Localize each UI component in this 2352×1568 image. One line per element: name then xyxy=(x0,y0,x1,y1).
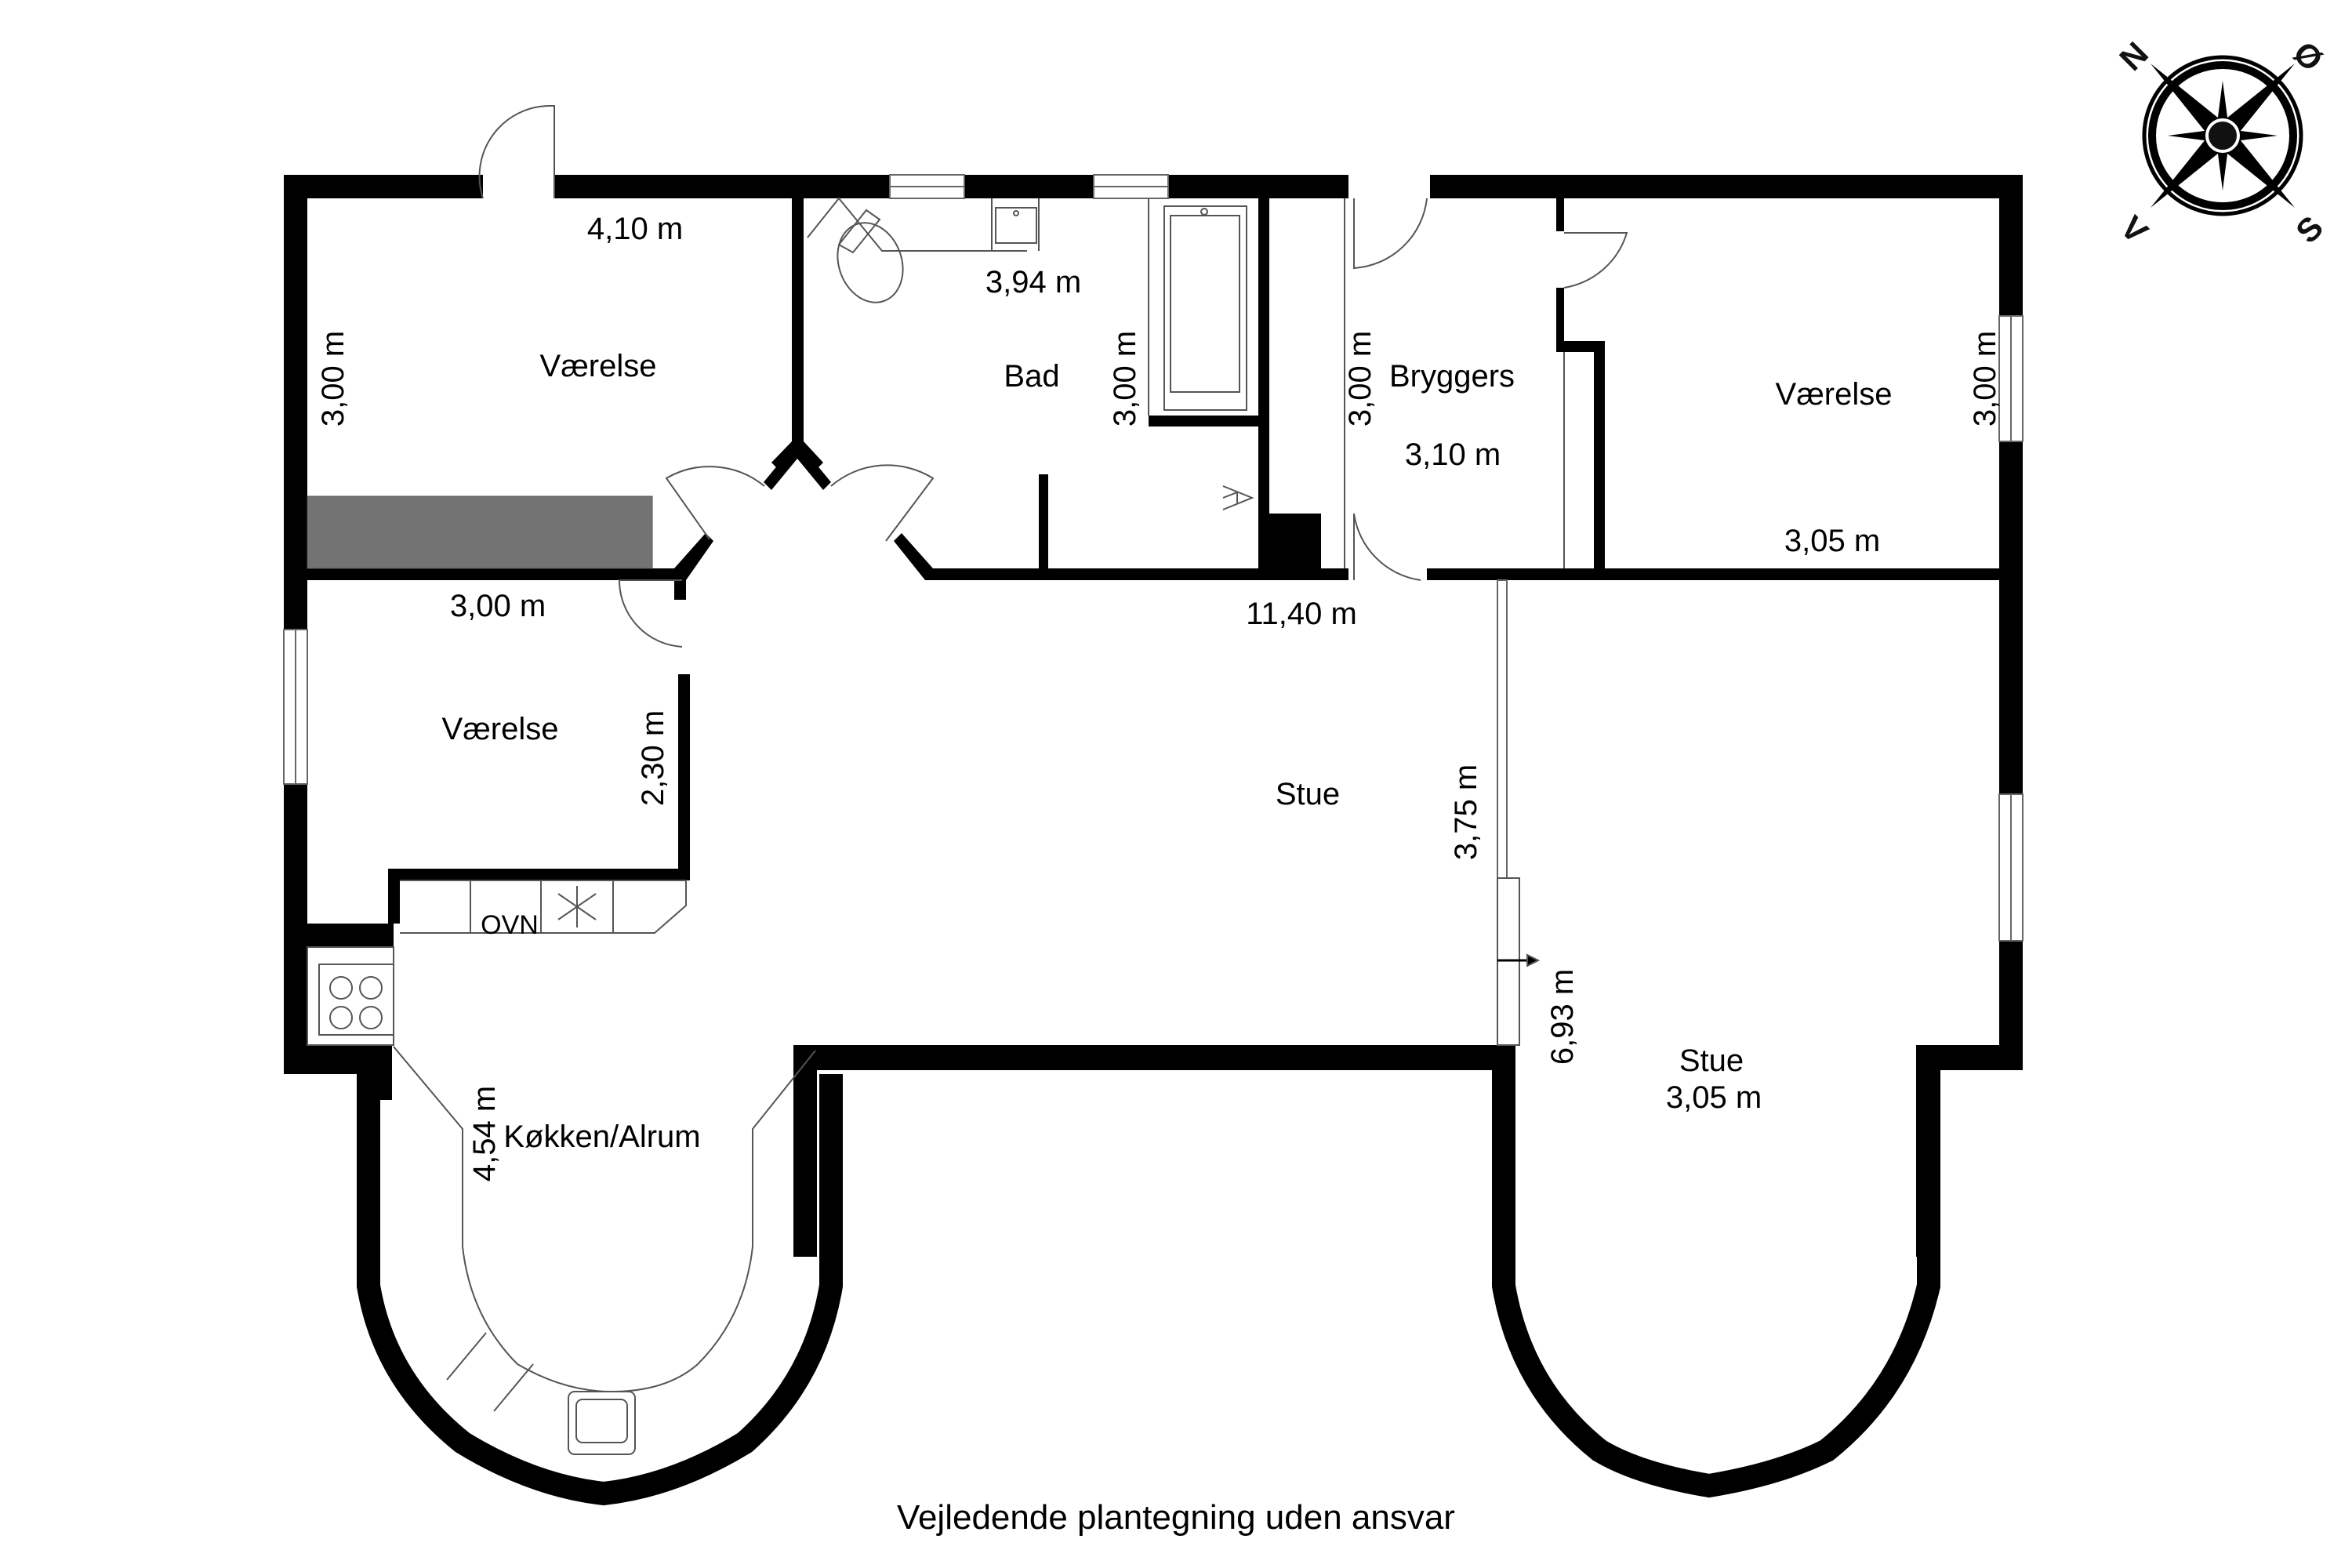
dim-room2-width: 3,05 m xyxy=(1784,524,1881,558)
dim-room1-width: 4,10 m xyxy=(586,212,684,246)
fridge-icon xyxy=(557,886,597,927)
room-label-stue-1: Stue xyxy=(1275,777,1341,811)
sink xyxy=(995,207,1037,244)
dim-stue1-height: 3,75 m xyxy=(1449,764,1483,861)
kitchen-sink xyxy=(568,1391,636,1455)
kitchen-bay-wall xyxy=(357,1074,843,1506)
windows xyxy=(283,174,2024,942)
room-label-bad: Bad xyxy=(1004,359,1060,394)
room-label-vaerelse-1: Værelse xyxy=(539,349,657,383)
disclaimer-footer: Vejledende plantegning uden ansvar xyxy=(897,1498,1455,1537)
bathtub xyxy=(1163,205,1247,411)
dim-room1-height: 3,00 m xyxy=(316,330,350,427)
dim-bad-height: 3,00 m xyxy=(1108,330,1142,427)
dim-bryggers-width: 3,10 m xyxy=(1404,437,1501,472)
wardrobe xyxy=(307,495,653,569)
dim-stue2-width: 3,05 m xyxy=(1665,1080,1762,1115)
dim-stue2-height: 6,93 m xyxy=(1545,968,1580,1065)
room-label-bryggers: Bryggers xyxy=(1388,359,1515,394)
bathroom-fixtures xyxy=(807,197,1254,510)
kitchen-counters xyxy=(307,880,816,1455)
doors xyxy=(478,105,1628,648)
interior-walls xyxy=(307,198,2023,924)
toilet-bowl xyxy=(837,222,904,303)
stue-bay-wall xyxy=(1492,1074,1940,1498)
dim-stue1-width: 11,40 m xyxy=(1246,597,1357,631)
room-label-vaerelse-2: Værelse xyxy=(1775,377,1893,412)
dim-room2-height: 3,00 m xyxy=(1968,330,2002,427)
compass-icon xyxy=(2142,55,2303,216)
room-label-vaerelse-3: Værelse xyxy=(441,712,559,746)
dim-room3-height: 2,30 m xyxy=(636,710,670,807)
bryggers-cabinet xyxy=(1344,198,1565,568)
room-label-kitchen: Køkken/Alrum xyxy=(503,1120,701,1154)
dim-kitchen-height: 4,54 m xyxy=(467,1085,502,1182)
drain-icon xyxy=(1222,485,1254,510)
dim-bad-width: 3,94 m xyxy=(985,265,1082,299)
sliding-door xyxy=(1497,877,1541,1046)
dim-bryggers-height: 3,00 m xyxy=(1343,330,1377,427)
oven-label: OVN xyxy=(481,910,539,940)
room-label-stue-2: Stue xyxy=(1679,1044,1744,1078)
dim-room3-width: 3,00 m xyxy=(449,589,546,623)
stove xyxy=(318,964,394,1036)
